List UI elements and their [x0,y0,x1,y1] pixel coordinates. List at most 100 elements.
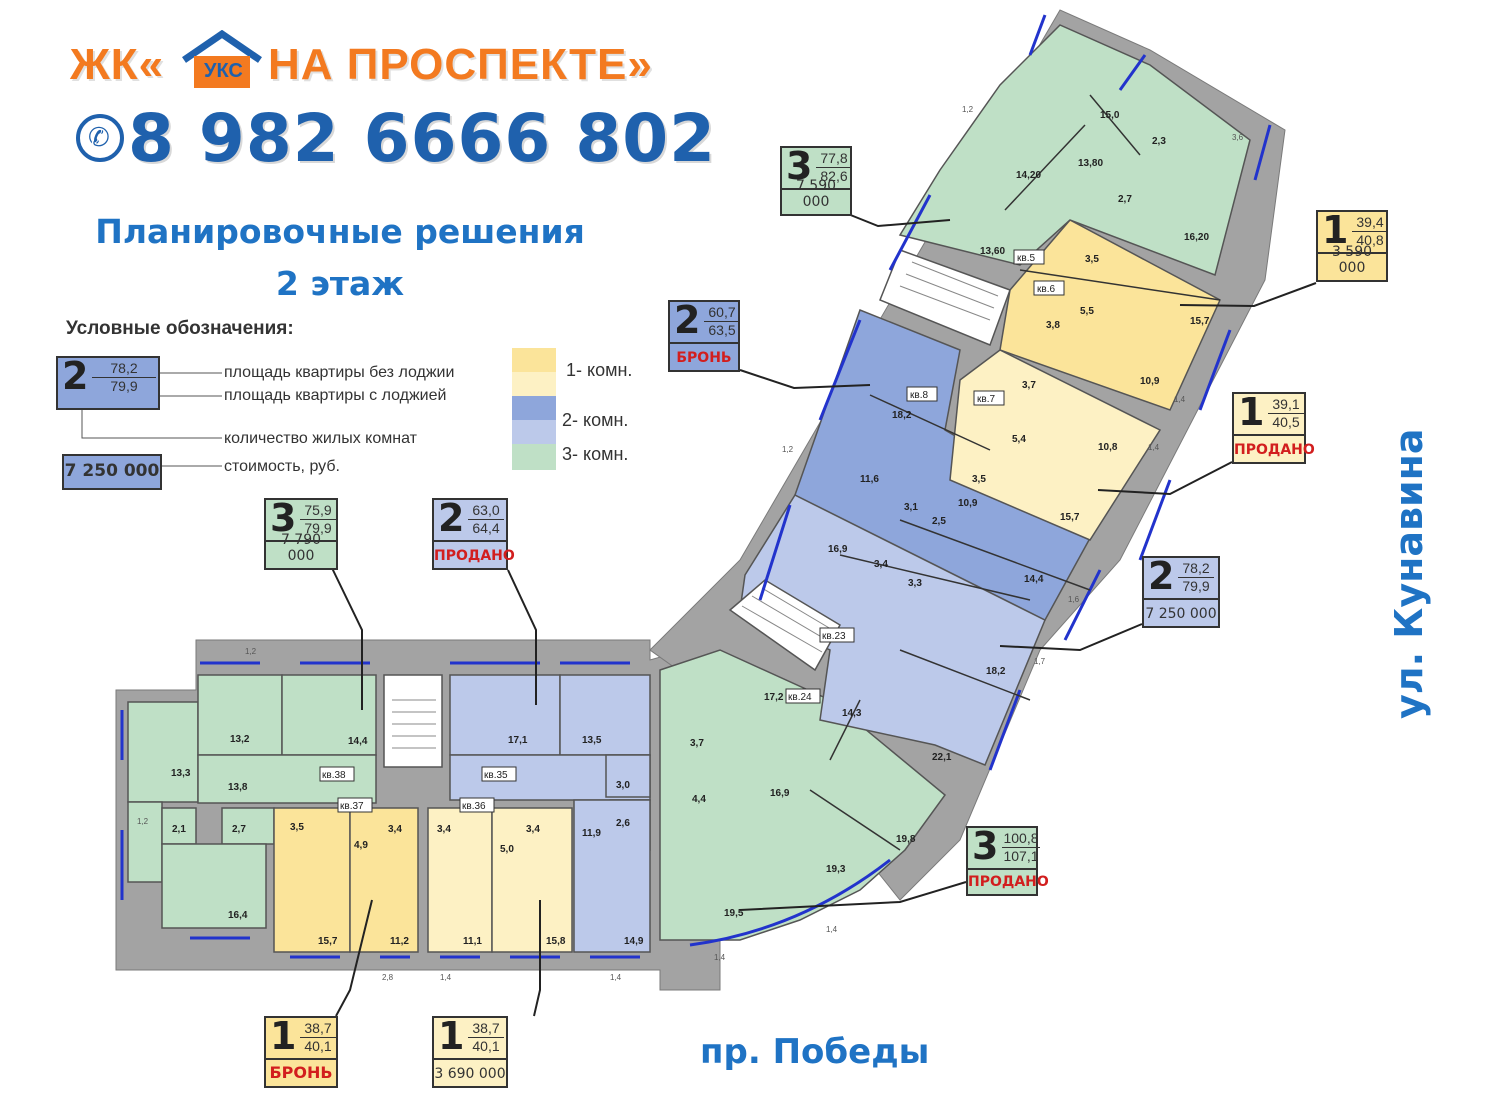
loggia-dimension: 1,2 [782,445,794,454]
flat-divider [434,1058,506,1060]
flat-area-with: 79,9 [304,520,332,536]
flat-area-without: 38,7 [468,1020,504,1038]
room-area-label: 14,4 [348,736,368,747]
flat-rooms: 3 [786,144,813,188]
flat-area-without: 75,9 [300,502,336,520]
flat-area-with: 40,1 [472,1038,500,1054]
flat-card-left2[interactable]: 2 63,0 64,4 ПРОДАНО [432,496,515,570]
room-area-label: 10,9 [958,498,978,509]
room-area-label: 14,20 [1016,170,1041,181]
title-line2: 2 этаж [275,264,405,303]
window-edges [120,14,1272,959]
flat-card-left3[interactable]: 3 75,9 79,9 7 790 000 [264,496,338,570]
street-right: ул. Кунавина [1374,428,1448,720]
room-area-label: 2,7 [232,824,246,835]
partitions [809,94,1221,851]
flat-card-top1a[interactable]: 1 39,4 40,8 3 590 000 [1316,208,1388,282]
flat-card-bot1b[interactable]: 1 38,7 40,1 3 690 000 [432,1014,508,1088]
flat-card-top3[interactable]: 3 77,8 82,6 7 590 000 [780,144,852,216]
room-area-label: 15,0 [1100,110,1120,121]
flat-status: ПРОДАНО [968,874,1049,890]
room-area-label: 16,4 [228,910,248,921]
flat-card-mid2a[interactable]: 2 60,7 63,5 БРОНЬ [668,298,740,372]
room-area-label: 19,5 [724,908,744,919]
room-area-label: 3,8 [1046,320,1060,331]
apartment-number: кв.6 [1037,284,1055,295]
room-area-label: 2,5 [932,516,946,527]
loggia-dimension: 1,4 [714,953,726,962]
flat-rooms: 3 [972,824,999,868]
flat-area-with: 107,1 [1003,848,1039,864]
room-area-label: 3,7 [1022,380,1036,391]
room-area-label: 15,7 [1190,316,1210,327]
flat-price: 3 690 000 [434,1066,506,1082]
apartment-number: кв.37 [340,801,364,812]
logo-name: НА ПРОСПЕКТЕ» [268,40,653,89]
room-area-label: 13,60 [980,246,1005,257]
room-area-label: 13,5 [582,735,602,746]
flat-card-corner3[interactable]: 3 100,8 107,1 ПРОДАНО [966,824,1049,896]
room-area-label: 15,7 [318,936,338,947]
room-area-label: 14,3 [842,708,862,719]
room-area-label: 14,4 [1024,574,1044,585]
flat-area-with: 63,5 [708,322,736,338]
flat-area-with: 79,9 [1182,578,1210,594]
flat-divider [434,540,506,542]
swatch-2room-dark [512,396,556,422]
legend-label-rooms: количество жилых комнат [224,430,417,447]
room-area-label: 3,3 [908,578,922,589]
loggia-dims: 1,2 3,6 1,2 1,4 1,4 1,2 1,6 1,7 1,2 2,8 … [137,105,1244,982]
apartment-number: кв.23 [822,631,846,642]
room-area-label: 11,9 [582,828,601,839]
tower-rooms [659,24,1251,941]
room-area-label: 2,6 [616,818,630,829]
flat-rooms: 1 [438,1014,465,1058]
apartment-number: кв.5 [1017,253,1035,264]
room-area-label: 13,8 [228,782,248,793]
loggia-dimension: 1,7 [1034,657,1046,666]
room-area-label: 16,9 [828,544,848,555]
flat-status: ПРОДАНО [1234,442,1315,458]
flat-card-bot1a[interactable]: 1 38,7 40,1 БРОНЬ [264,1014,338,1088]
loggia-dimension: 1,4 [1174,395,1186,404]
apartment-number: кв.8 [910,390,928,401]
swatch-3room [512,444,556,470]
loggia-dimension: 1,2 [962,105,974,114]
room-area-label: 3,4 [874,559,888,570]
flat-price: 7 790 000 [280,532,322,564]
legend-type-2: 2- комн. [562,410,629,430]
flat-divider [1144,598,1218,600]
flat-divider [1318,252,1386,254]
legend-title: Условные обозначения: [66,318,294,339]
flat-price: 7 590 000 [795,178,837,210]
room-area-label: 3,4 [388,824,402,835]
room-area-label: 15,7 [1060,512,1080,523]
room-area-label: 3,4 [526,824,540,835]
flat-price: 7 250 000 [1145,606,1217,622]
room-area-label: 18,2 [986,666,1006,677]
apartment-number: кв.36 [462,801,486,812]
legend-sample-rooms: 2 [62,354,89,398]
room-area-label: 3,5 [290,822,304,833]
swatch-1room-dark [512,348,556,374]
room-area-label: 11,2 [390,936,409,947]
phone-number[interactable]: 8 982 6666 802 [128,100,717,177]
room-area-label: 17,2 [764,692,784,703]
leader-lines [331,213,1317,1017]
flat-rooms: 1 [270,1014,297,1058]
apartment-tags: кв.5 кв.6 кв.7 кв.8 кв.23 кв.24 кв.35 кв… [319,249,1065,813]
apartment-number: кв.35 [484,770,508,781]
logo-prefix: ЖК« [70,40,165,89]
room-area-label: 4,4 [692,794,706,805]
flat-card-mid1b[interactable]: 1 39,1 40,5 ПРОДАНО [1232,390,1315,464]
flat-card-right2[interactable]: 2 78,2 79,9 7 250 000 [1142,554,1220,628]
flat-rooms: 3 [270,496,297,540]
legend-sample-price-box: 7 250 000 [62,454,162,490]
room-area-label: 16,20 [1184,232,1209,243]
emblem-text: УКС [204,60,243,82]
loggia-dimension: 3,6 [1232,133,1244,142]
room-area-label: 3,4 [437,824,451,835]
room-area-label: 14,9 [624,936,644,947]
flat-area-without: 63,0 [468,502,504,520]
